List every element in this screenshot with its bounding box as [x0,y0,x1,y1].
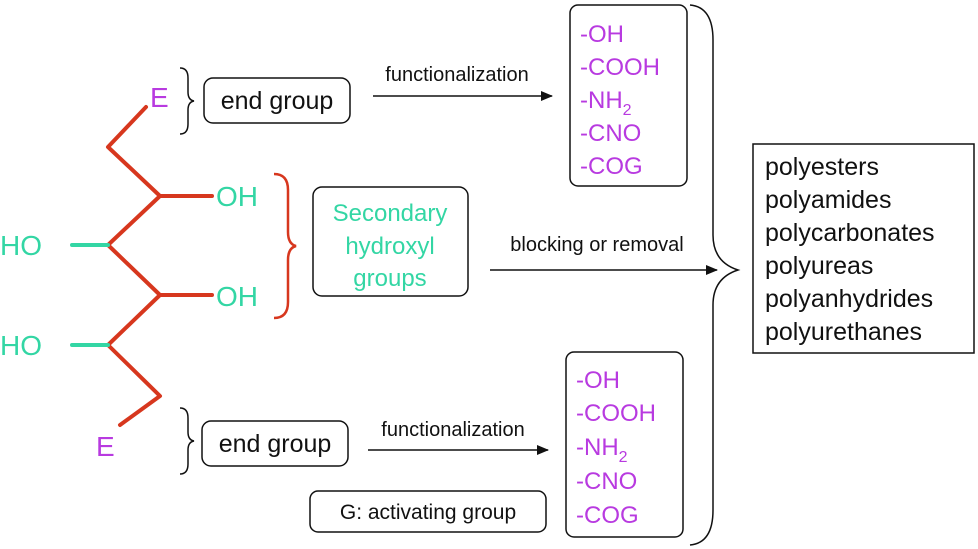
functional-group-bottom-2: -COOH [576,400,656,427]
polymer-item-2: polyamides [765,186,891,214]
end-group-box-bottom [201,420,349,467]
polymer-item-1: polyesters [765,153,879,181]
functional-group-top-3-main: -NH [580,87,623,114]
functionalization-label-top: functionalization [385,64,528,86]
hydroxyl-label-upper-left: HO [0,230,42,261]
functional-group-top-1: -OH [580,21,624,48]
functional-group-top-4: -CNO [580,120,641,147]
secondary-hydroxyl-line1: Secondary [333,200,448,227]
polymer-products-list: polyesters polyamides polycarbonates pol… [765,153,935,346]
functional-groups-box-bottom [565,351,684,538]
hydroxyl-bonds [70,243,110,347]
polymer-products-box [752,143,975,354]
nh2-subscript-bottom: 2 [619,449,628,466]
blocking-removal-label: blocking or removal [510,234,683,256]
end-group-label-top: end group [221,87,334,115]
functional-groups-box-top [569,4,688,187]
end-atom-bottom: E [96,431,115,462]
brace-end-group-bottom [179,407,195,475]
activating-group-label: G: activating group [340,501,516,524]
nh2-subscript-top: 2 [623,102,632,119]
functional-group-top-2: -COOH [580,54,660,81]
functionalization-label-bottom: functionalization [381,419,524,441]
brace-large-right [689,4,741,546]
functional-group-bottom-3-main: -NH [576,434,619,461]
activating-group-box [309,490,547,533]
hydroxyl-label-upper-right: OH [216,181,258,212]
polymer-item-5: polyanhydrides [765,285,933,313]
polymer-item-3: polycarbonates [765,219,935,247]
secondary-hydroxyl-line2: hydroxyl [345,233,434,260]
functional-groups-list-top: -OH -COOH -NH2 -CNO -COG [580,21,660,180]
functional-group-bottom-3: -NH2 [576,434,628,466]
brace-end-group-top [179,67,195,135]
secondary-hydroxyl-box [312,186,469,297]
polymer-backbone [106,105,214,427]
polymer-item-4: polyureas [765,252,873,280]
functional-groups-list-bottom: -OH -COOH -NH2 -CNO -COG [576,367,656,529]
end-group-box-top [203,77,351,124]
end-group-label-bottom: end group [219,430,332,458]
functional-group-bottom-4: -CNO [576,468,637,495]
functional-group-bottom-1: -OH [576,367,620,394]
secondary-hydroxyl-line3: groups [353,265,426,292]
hydroxyl-label-lower-right: OH [216,281,258,312]
functional-group-top-3: -NH2 [580,87,632,119]
functional-group-top-5: -COG [580,153,643,180]
functional-group-bottom-5: -COG [576,502,639,529]
brace-hydroxyl [273,172,297,320]
hydroxyl-label-lower-left: HO [0,330,42,361]
end-atom-top: E [150,82,169,113]
polymer-item-6: polyurethanes [765,318,922,346]
